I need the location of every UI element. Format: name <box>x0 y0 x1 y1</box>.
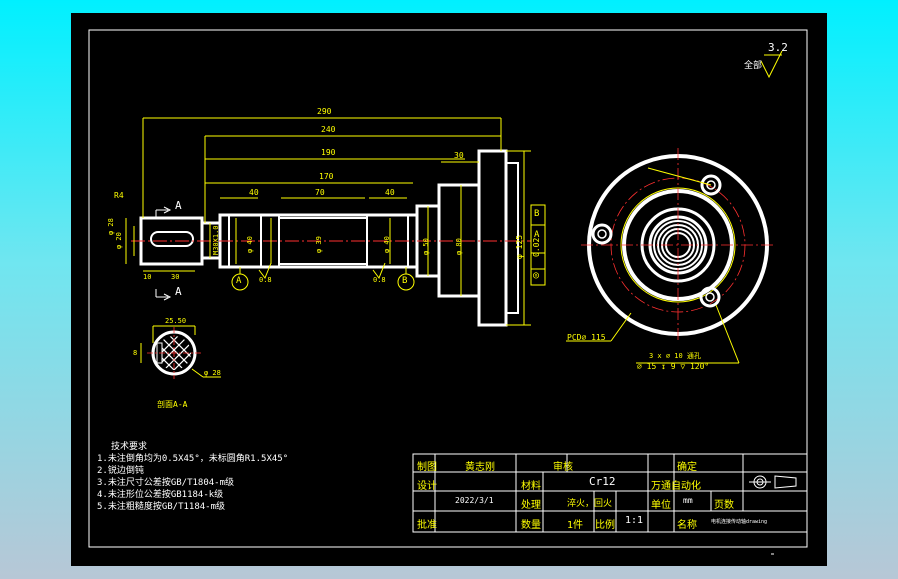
section-title: 剖面A-A <box>157 400 188 409</box>
hole-detail-label: ⌀ 15 ↧ 9 ▽ 120° <box>637 362 710 371</box>
dim-phi28: φ 28 <box>107 218 115 235</box>
roughness-a: 0.8 <box>259 276 272 284</box>
dim-30: 30 <box>454 151 464 160</box>
roughness-prefix: 全部 <box>744 61 763 71</box>
dim-phi50: φ 50 <box>422 238 430 255</box>
tb-material-label: 材料 <box>521 481 541 492</box>
roughness-b: 0.8 <box>373 276 386 284</box>
tb-company: 万通自动化 <box>651 481 701 492</box>
sheet-border <box>88 29 808 548</box>
tolerance-symbol: ◎ <box>533 270 540 281</box>
tb-draw-label: 制图 <box>417 462 437 473</box>
dim-30b: 30 <box>171 273 180 281</box>
tb-qty: 1件 <box>567 520 584 531</box>
dim-phi39: φ 39 <box>315 236 323 253</box>
tb-name-label: 名称 <box>677 520 697 531</box>
roughness-value: 3.2 <box>768 41 788 54</box>
note-item-5: 5.未注粗糙度按GB/T1184-m级 <box>97 502 226 512</box>
section-width: 25.50 <box>165 317 187 325</box>
dim-phi40a: φ 40 <box>246 236 254 253</box>
dim-10: 10 <box>143 273 152 281</box>
dim-phi80: φ 80 <box>455 238 463 255</box>
drawing-viewport[interactable]: 全部 3.2 290 240 190 170 30 40 70 40 R4 10… <box>71 13 827 566</box>
tb-process-label: 处理 <box>521 500 541 511</box>
dimension-lines <box>125 50 783 326</box>
dim-190: 190 <box>321 148 336 157</box>
section-mark-a-bottom: A <box>175 285 182 298</box>
tb-draw-name: 黄志刚 <box>465 462 495 473</box>
tb-review-label: 审核 <box>553 462 573 473</box>
tb-unit-label: 单位 <box>651 500 671 511</box>
dim-40a: 40 <box>249 188 259 197</box>
section-diameter: φ 28 <box>204 369 221 377</box>
section-arrows <box>155 206 172 301</box>
tb-material: Cr12 <box>589 475 616 488</box>
datum-b: B <box>402 276 408 286</box>
tolerance-ref1: A <box>534 230 540 240</box>
dim-phi20: φ 20 <box>115 232 123 249</box>
section-mark-a-top: A <box>175 199 182 212</box>
dim-r4: R4 <box>114 191 124 200</box>
notes-title: 技术要求 <box>111 442 148 452</box>
tb-scale-label: 比例 <box>595 520 615 531</box>
tb-pages-label: 页数 <box>714 500 734 511</box>
dim-70: 70 <box>315 188 325 197</box>
drawing-sheet <box>88 29 808 555</box>
datum-a: A <box>236 276 242 286</box>
tolerance-ref2: B <box>534 209 540 219</box>
dim-40b: 40 <box>385 188 395 197</box>
tb-scale: 1:1 <box>625 515 644 526</box>
tb-date: 2022/3/1 <box>455 496 494 505</box>
tb-check-label: 批准 <box>417 520 437 531</box>
note-item-4: 4.未注形位公差按GB1184-k级 <box>97 490 224 500</box>
section-a-a <box>140 325 221 379</box>
tb-name: 电机连接传动轴drawing <box>711 519 768 525</box>
dim-170: 170 <box>319 172 334 181</box>
dim-290: 290 <box>317 107 332 116</box>
section-height: 8 <box>133 349 138 357</box>
end-view <box>566 148 775 364</box>
technical-notes: 技术要求 1.未注倒角均为0.5X45°，未标圆角R1.5X45° 2.锐边倒钝… <box>97 441 289 513</box>
note-item-3: 3.未注尺寸公差按GB/T1804-m级 <box>97 478 235 488</box>
tb-qty-label: 数量 <box>521 520 541 531</box>
pcd-label: PCD⌀ 115 <box>567 333 606 342</box>
tb-process: 淬火，回火 <box>567 499 613 509</box>
dim-phi125: φ 125 <box>515 234 524 259</box>
hole-count-label: 3 x ⌀ 10 通孔 <box>649 352 701 360</box>
dim-240: 240 <box>321 125 336 134</box>
dim-m30: M30X1.0 <box>212 225 220 255</box>
note-item-1: 1.未注倒角均为0.5X45°，未标圆角R1.5X45° <box>97 454 289 464</box>
tb-design-label: 设计 <box>417 481 437 492</box>
title-block-grid <box>412 453 808 533</box>
tb-unit: mm <box>683 496 693 505</box>
dim-phi40b: φ 40 <box>383 236 391 253</box>
tb-stamp-label: 确定 <box>677 462 697 473</box>
tolerance-value: 0.02 <box>532 237 541 257</box>
note-item-2: 2.锐边倒钝 <box>97 466 144 476</box>
